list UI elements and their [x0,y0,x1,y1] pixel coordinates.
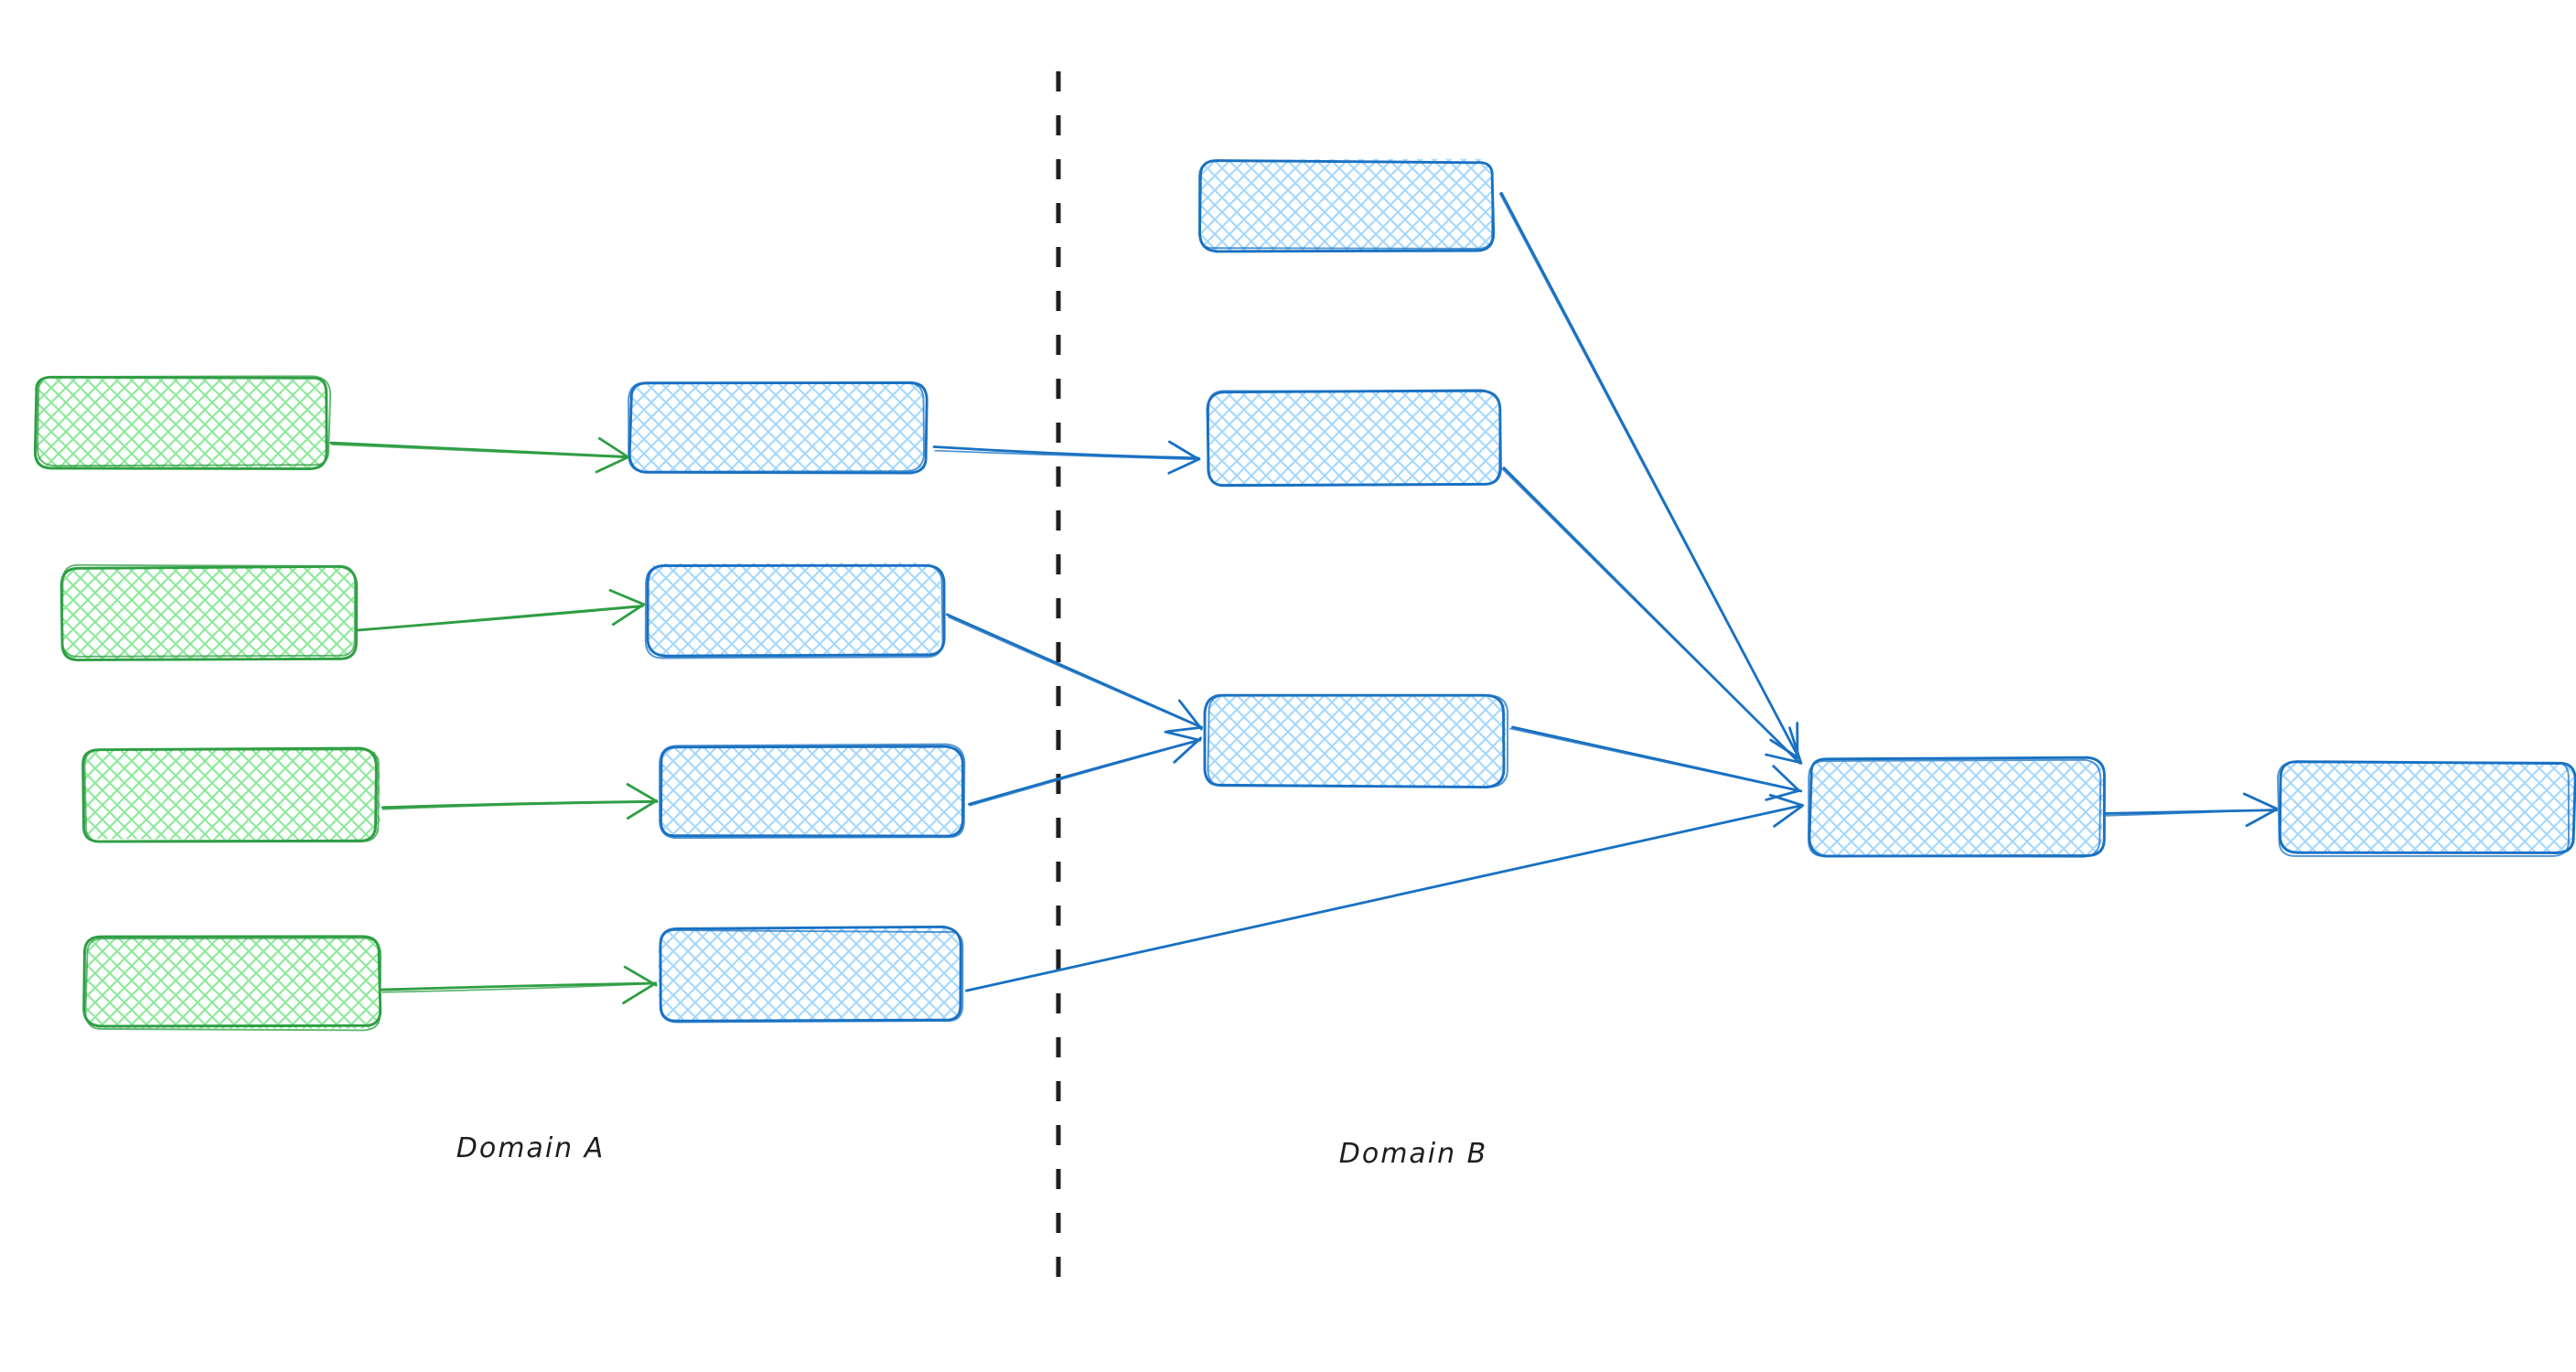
node-c1[interactable] [1197,158,1496,253]
node-a4[interactable] [82,935,382,1032]
edge-hub-to-out[interactable] [2104,792,2279,828]
edge-c3-to-hub[interactable] [1508,725,1803,801]
edge-a2-to-b2[interactable] [357,588,646,632]
edge-b4-to-hub[interactable] [964,793,1804,992]
edge-b2-to-c3[interactable] [946,613,1203,734]
edge-b3-to-c3[interactable] [968,730,1202,807]
node-c3[interactable] [1203,693,1509,789]
label-domain-a: Domain A [456,1132,605,1164]
edge-b1-to-c2[interactable] [932,440,1201,475]
node-layer [33,158,2576,1032]
node-out[interactable] [2277,760,2576,857]
node-a3[interactable] [81,746,381,843]
node-b1[interactable] [628,381,928,475]
node-a1[interactable] [33,375,332,470]
node-a2[interactable] [59,563,359,661]
edge-layer [329,191,2279,1004]
label-domain-b: Domain B [1339,1138,1488,1170]
node-b3[interactable] [659,743,966,840]
node-hub[interactable] [1808,756,2106,858]
node-c2[interactable] [1206,389,1502,488]
edge-c1-to-hub[interactable] [1498,191,1800,760]
node-b4[interactable] [658,925,964,1024]
edge-a3-to-b3[interactable] [381,783,659,820]
edge-c2-to-hub[interactable] [1501,466,1803,765]
edge-a1-to-b1[interactable] [329,436,630,474]
node-b2[interactable] [644,563,946,659]
edge-a4-to-b4[interactable] [381,965,658,1004]
label-layer: Domain A Domain B [456,1132,1488,1170]
